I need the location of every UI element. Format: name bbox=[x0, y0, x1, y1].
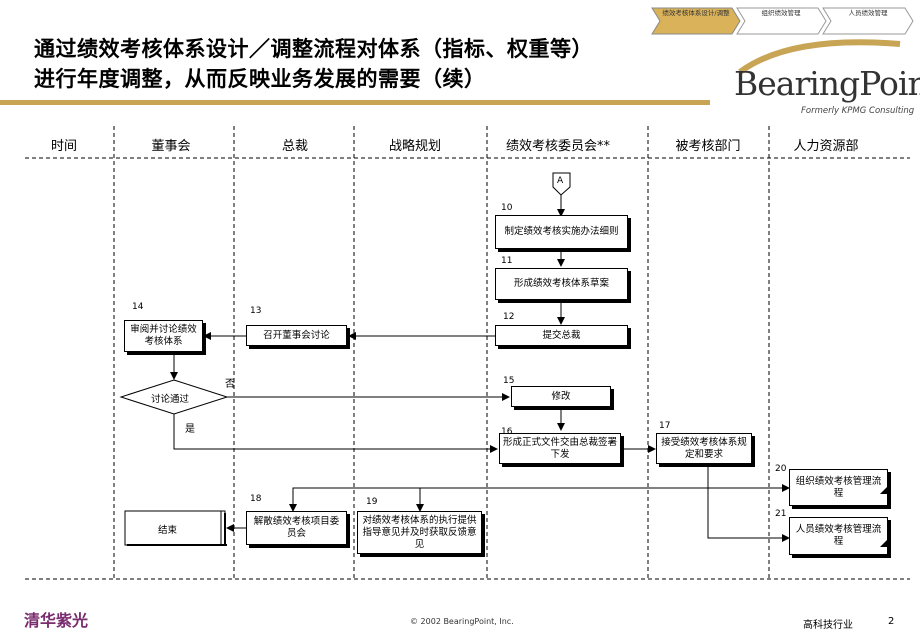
lane-separators bbox=[25, 126, 910, 580]
step-13-box: 召开董事会讨论 bbox=[246, 325, 347, 346]
decision-yes-label: 是 bbox=[185, 424, 195, 435]
step-13-number: 13 bbox=[250, 306, 262, 316]
lane-header-time: 时间 bbox=[50, 139, 78, 154]
page-number: 2 bbox=[888, 616, 895, 627]
step-11-box: 形成绩效考核体系草案 bbox=[495, 268, 628, 300]
decision-diamond-shape bbox=[119, 379, 229, 415]
lane-header-hr: 人力资源部 bbox=[793, 139, 859, 154]
title-underline bbox=[0, 100, 710, 105]
lane-header-board: 董事会 bbox=[151, 139, 191, 154]
lane-header-president: 总裁 bbox=[281, 139, 309, 154]
step-17-number: 17 bbox=[659, 421, 671, 431]
step-17-box: 接受绩效考核体系规定和要求 bbox=[656, 433, 752, 464]
tsinghua-unisplendour-logo: 清华紫光 bbox=[24, 611, 89, 630]
copyright-text: © 2002 BearingPoint, Inc. bbox=[410, 617, 514, 626]
page-title-line1: 通过绩效考核体系设计／调整流程对体系（指标、权重等） bbox=[34, 37, 593, 61]
step-14-box: 审阅并讨论绩效考核体系 bbox=[124, 320, 203, 352]
breadcrumb-item-design[interactable]: 绩效考核体系设计/调整 bbox=[662, 9, 730, 17]
step-21-number: 21 bbox=[775, 509, 787, 519]
lane-header-committee: 绩效考核委员会** bbox=[505, 139, 611, 154]
step-19-box: 对绩效考核体系的执行提供指导意见并及时获取反馈意见 bbox=[357, 511, 482, 554]
step-21-box: 人员绩效考核管理流程 bbox=[789, 517, 888, 555]
lane-header-strategy: 战略规划 bbox=[388, 139, 442, 154]
decision-label: 讨论通过 bbox=[151, 394, 190, 405]
step-20-number: 20 bbox=[775, 464, 787, 474]
breadcrumb-step-shape bbox=[822, 7, 914, 35]
connector-a-label: A bbox=[557, 176, 564, 186]
logo-subtitle: Formerly KPMG Consulting bbox=[801, 106, 915, 116]
step-16-box: 形成正式文件交由总裁签署下发 bbox=[499, 433, 621, 464]
step-12-box: 提交总裁 bbox=[495, 325, 628, 346]
step-18-box: 解散绩效考核项目委员会 bbox=[246, 511, 347, 545]
industry-label: 高科技行业 bbox=[803, 620, 853, 631]
step-20-box: 组织绩效考核管理流程 bbox=[789, 469, 888, 506]
connector-a-shape bbox=[552, 172, 571, 196]
step-11-number: 11 bbox=[501, 256, 513, 266]
breadcrumb-step-active-shape bbox=[651, 7, 741, 35]
step-14-number: 14 bbox=[132, 302, 144, 312]
step-16-number: 16 bbox=[501, 427, 513, 437]
breadcrumb-item-org-performance[interactable]: 组织绩效管理 bbox=[761, 9, 801, 17]
step-15-box: 修改 bbox=[511, 386, 611, 407]
page-title-line2: 进行年度调整，从而反映业务发展的需要（续） bbox=[34, 67, 486, 91]
step-10-box: 制定绩效考核实施办法细则 bbox=[495, 215, 628, 249]
decision-no-label: 否 bbox=[225, 379, 235, 390]
lane-header-department: 被考核部门 bbox=[675, 139, 741, 154]
end-label: 结束 bbox=[158, 525, 178, 536]
end-terminal-shape bbox=[124, 510, 226, 546]
step-15-number: 15 bbox=[503, 376, 515, 386]
step-10-number: 10 bbox=[501, 203, 513, 213]
step-18-number: 18 bbox=[250, 494, 262, 504]
breadcrumb-step-shape bbox=[736, 7, 827, 35]
step-12-number: 12 bbox=[503, 312, 515, 322]
breadcrumb-item-staff-performance[interactable]: 人员绩效管理 bbox=[848, 9, 888, 17]
bearingpoint-logo: BearingPoint bbox=[734, 64, 920, 103]
step-19-number: 19 bbox=[366, 497, 378, 507]
